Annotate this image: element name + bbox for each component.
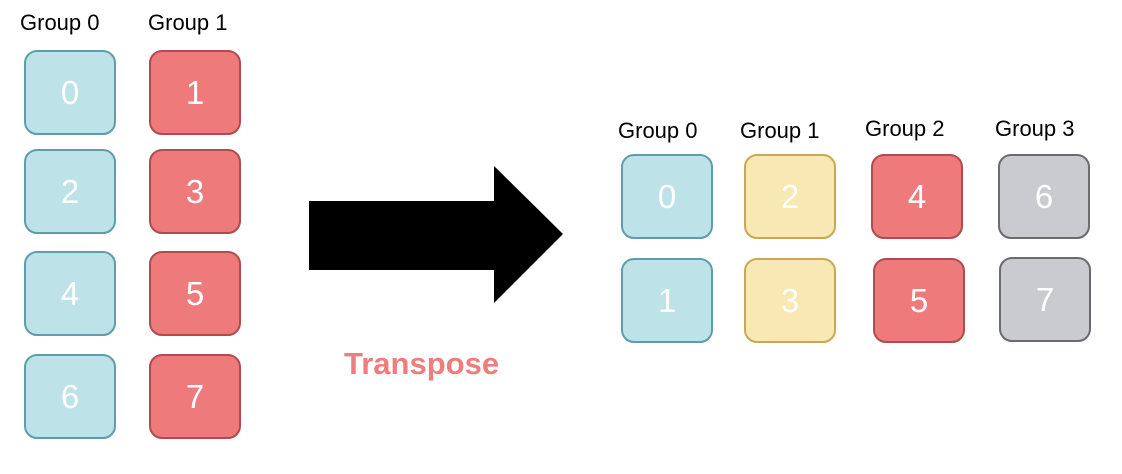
left-group-0-box: 0 <box>24 50 116 135</box>
right-group-1-box: 2 <box>744 154 836 239</box>
box-value: 6 <box>60 378 80 415</box>
left-group-0-box: 6 <box>24 354 116 439</box>
left-group-1-box: 1 <box>149 50 241 135</box>
right-group-2-header: Group 2 <box>865 116 945 141</box>
box-value: 2 <box>780 178 800 215</box>
box-value: 5 <box>185 275 205 312</box>
right-group-0-header: Group 0 <box>618 118 698 143</box>
right-group-1-box: 3 <box>744 258 836 343</box>
left-group-1-box: 7 <box>149 354 241 439</box>
left-group-0-box: 4 <box>24 251 116 336</box>
left-group-1-header: Group 1 <box>148 10 228 35</box>
box-value: 6 <box>1034 178 1054 215</box>
box-value: 1 <box>657 282 677 319</box>
box-value: 7 <box>185 378 205 415</box>
right-group-0-box: 1 <box>621 258 713 343</box>
box-value: 7 <box>1035 281 1055 318</box>
arrow-shape <box>309 166 563 303</box>
left-group-0-box: 2 <box>24 149 116 234</box>
box-value: 4 <box>907 178 927 215</box>
right-group-3-box: 6 <box>998 154 1090 239</box>
box-value: 4 <box>60 275 80 312</box>
box-value: 5 <box>909 282 929 319</box>
box-value: 3 <box>185 173 205 210</box>
left-group-0-header: Group 0 <box>20 10 100 35</box>
right-group-0-box: 0 <box>621 154 713 239</box>
box-value: 2 <box>60 173 80 210</box>
right-group-3-box: 7 <box>999 257 1091 342</box>
box-value: 0 <box>60 74 80 111</box>
box-value: 1 <box>185 74 205 111</box>
right-group-1-header: Group 1 <box>740 118 820 143</box>
right-group-3-header: Group 3 <box>995 116 1075 141</box>
transpose-caption: Transpose <box>344 346 500 381</box>
left-group-1-box: 5 <box>149 251 241 336</box>
box-value: 3 <box>780 282 800 319</box>
right-group-2-box: 5 <box>873 258 965 343</box>
box-value: 0 <box>657 178 677 215</box>
left-group-1-box: 3 <box>149 149 241 234</box>
right-group-2-box: 4 <box>871 154 963 239</box>
